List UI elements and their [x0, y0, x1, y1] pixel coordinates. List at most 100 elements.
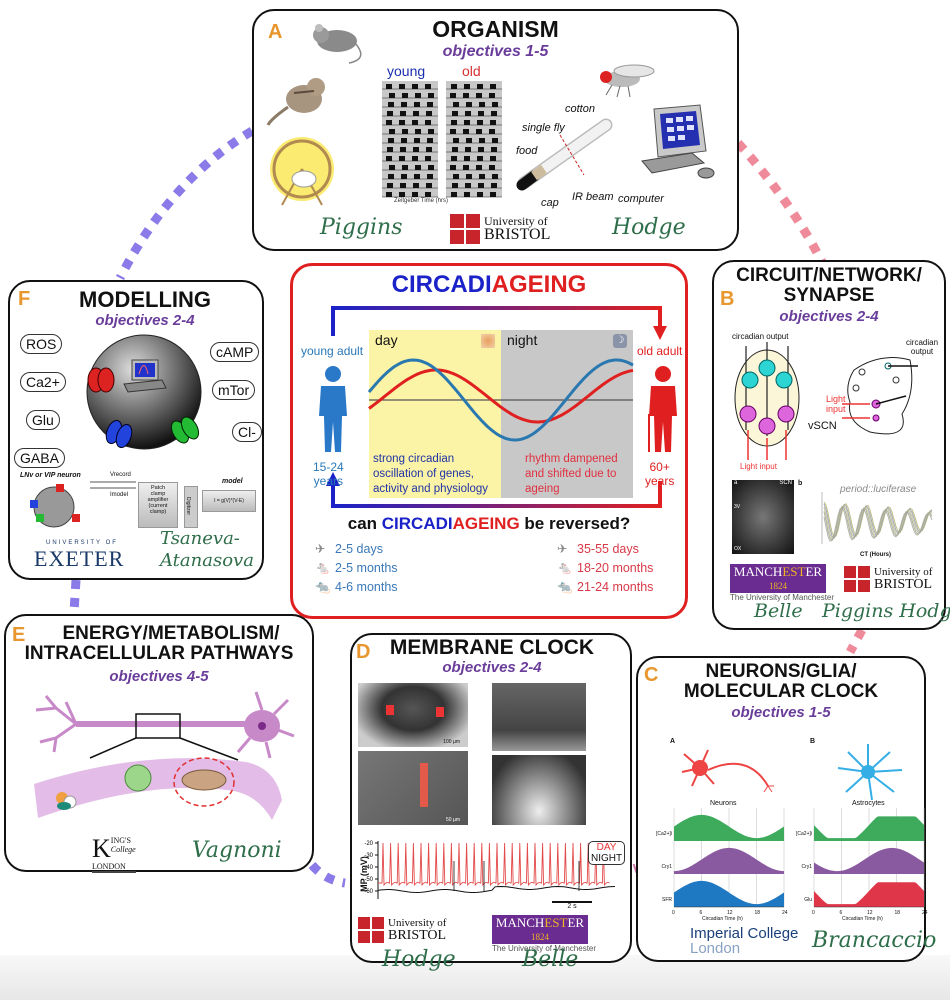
label-food: food — [516, 145, 538, 157]
kings-k: K — [92, 834, 111, 863]
imaging-ox: OX — [734, 546, 742, 552]
neuron-icon — [681, 749, 774, 793]
night-region — [501, 330, 633, 498]
young-desc-line: strong circadian — [373, 453, 455, 465]
cloud-camp: cAMP — [210, 342, 260, 362]
age-text: 21-24 months — [577, 580, 654, 594]
activity-bout — [476, 93, 482, 98]
age-text: 35-55 days — [577, 542, 639, 556]
activity-bout — [452, 183, 458, 188]
exeter-logo: UNIVERSITY OF EXETER — [34, 540, 124, 572]
bristol-line2: BRISTOL — [874, 577, 933, 592]
question-post: be reversed? — [519, 514, 631, 533]
age-text: 4-6 months — [335, 580, 398, 594]
activity-bout — [492, 102, 498, 107]
actogram-young-label: young — [387, 63, 426, 79]
mouse-icon: 🐁 — [315, 561, 331, 575]
question-ageing: AGEING — [452, 514, 520, 533]
manchester-name-pre: MANCH — [495, 915, 545, 930]
x-tick-label: 6 — [699, 910, 703, 916]
activity-bout — [466, 102, 472, 107]
title-circadi: CIRCADI — [391, 271, 492, 298]
activity-bout — [479, 174, 485, 179]
row-label: [Ca2+]i — [796, 831, 812, 837]
old-age-line1: 60+ — [649, 460, 670, 474]
old-person-icon — [648, 366, 677, 452]
bristol-line2: BRISTOL — [388, 928, 447, 943]
list-item: ✈2-5 days — [315, 540, 398, 559]
manchester-logo: MANCHESTER 1824 — [730, 564, 826, 593]
schematic-neuron-label: LNv or VIP neuron — [20, 472, 81, 479]
kings-london: LONDON — [92, 862, 136, 873]
x-tick-label: 24 — [782, 910, 788, 916]
activity-bout — [387, 147, 393, 152]
cloud-ros: ROS — [20, 334, 63, 354]
manchester-name-post: ER — [567, 915, 585, 930]
night-trace — [377, 885, 616, 894]
signature-brancaccio: Brancaccio — [812, 928, 937, 953]
ion-channel-red — [87, 367, 115, 393]
row-label: Cry1 — [661, 864, 672, 870]
row-label: SFR — [662, 897, 672, 903]
x-tick-label: 0 — [672, 910, 675, 916]
y-tick-label: -50 — [364, 877, 373, 883]
activity-bout — [465, 183, 471, 188]
activity-bout — [399, 84, 405, 89]
label-vrecord: Vrecord — [110, 472, 131, 478]
manchester-name-post: ER — [805, 564, 823, 579]
signature-hodge: Hodge — [612, 215, 686, 240]
fly-tube-diagram — [516, 118, 613, 191]
panel-neurons-glia: C NEURONS/GLIA/MOLECULAR CLOCK objective… — [636, 656, 936, 962]
hamster-wheel-icon — [270, 137, 334, 206]
old-ages-list: ✈35-55 days 🐁18-20 months 🐀21-24 months — [557, 540, 653, 597]
clock-area — [674, 880, 784, 907]
activity-bout — [479, 102, 485, 107]
connector-b-c — [846, 627, 866, 655]
activity-bout — [388, 174, 394, 179]
activity-bout — [451, 156, 457, 161]
scalebar-label: 2 s — [567, 903, 577, 910]
y-tick-label: -20 — [364, 841, 373, 847]
manchester-year: 1824 — [769, 581, 787, 591]
amp-line1: Patch — [150, 485, 166, 491]
scn-circuit — [734, 342, 800, 460]
x-tick-label: 6 — [839, 910, 843, 916]
kings-ings: ING'S — [110, 836, 131, 845]
imaging-3v: 3V — [734, 504, 741, 510]
old-desc-line: ageing — [525, 483, 560, 495]
activity-bout — [478, 183, 484, 188]
trace-ylabel: MP (mV) — [358, 856, 369, 892]
cell-model-sphere — [86, 334, 202, 450]
activity-bout — [489, 165, 495, 170]
panel-letter: B — [720, 288, 735, 310]
activity-bout — [389, 129, 395, 134]
imaging-b: b — [798, 480, 803, 487]
old-desc-line: rhythm dampened — [525, 453, 618, 465]
astrocytes-label: Astrocytes — [852, 800, 885, 807]
title-line2: MOLECULAR CLOCK — [683, 680, 879, 702]
title-line1: ENERGY/METABOLISM/ — [62, 623, 280, 644]
activity-bout — [428, 165, 434, 170]
luciferase-plot — [821, 492, 933, 544]
moon-icon: ☽ — [613, 334, 627, 348]
activity-bout — [453, 138, 459, 143]
amp-line4: (current — [148, 503, 168, 509]
hamster-icon: 🐀 — [315, 580, 331, 594]
old-adult-label: old adult — [637, 344, 683, 358]
panel-energy: E ENERGY/METABOLISM/INTRACELLULAR PATHWA… — [4, 614, 314, 873]
model-box: I = g(V)*(V-E) — [202, 490, 256, 512]
activity-bout — [387, 183, 393, 188]
list-item: 🐀 4-6 months — [315, 578, 398, 597]
activity-bout — [425, 84, 431, 89]
clock-area — [814, 882, 924, 907]
activity-bout — [387, 111, 393, 116]
activity-bout — [427, 174, 433, 179]
age-text: 2-5 months — [335, 561, 398, 575]
activity-bout — [386, 84, 392, 89]
x-tick-label: 12 — [867, 910, 873, 916]
day-trace — [378, 842, 610, 887]
panel-letter: A — [268, 21, 283, 43]
xlabel-b: Circadian Time (h) — [842, 916, 883, 922]
